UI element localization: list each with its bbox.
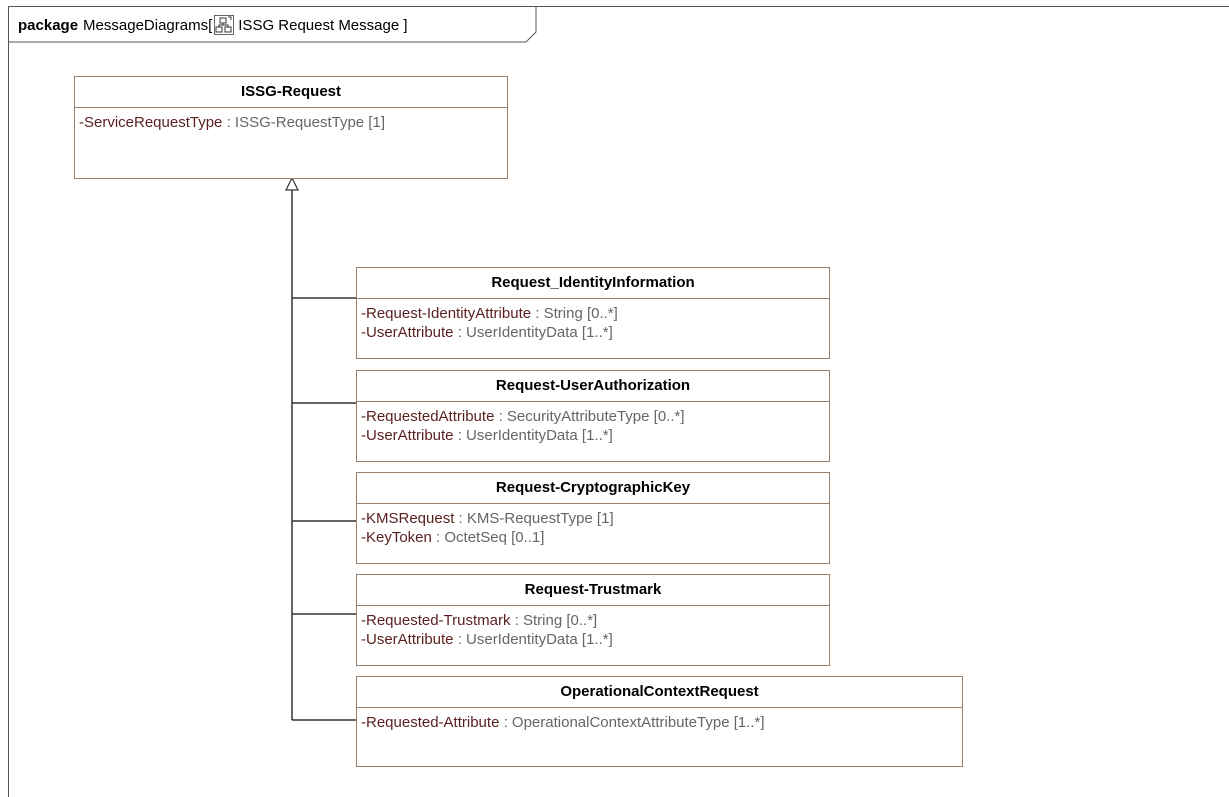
class-name: Request-UserAuthorization (357, 371, 829, 402)
class-diagram-icon (214, 15, 235, 35)
class-name: Request-Trustmark (357, 575, 829, 606)
diagram-header: package MessageDiagrams[ ISSG Request Me… (8, 6, 537, 43)
attribute: -UserAttribute : UserIdentityData [1..*] (361, 631, 613, 648)
attribute: -ServiceRequestType : ISSG-RequestType [… (79, 114, 385, 131)
package-keyword: package (18, 16, 79, 34)
class-name: OperationalContextRequest (357, 677, 962, 708)
class-request-cryptographic-key[interactable]: Request-CryptographicKey -KMSRequest : K… (356, 472, 830, 564)
class-name: ISSG-Request (75, 77, 507, 108)
attribute: -Requested-Trustmark : String [0..*] (361, 612, 598, 629)
diagram-frame (8, 6, 1229, 797)
attribute-compartment: -RequestedAttribute : SecurityAttributeT… (357, 402, 829, 445)
attribute-compartment: -KMSRequest : KMS-RequestType [1] -KeyTo… (357, 504, 829, 547)
header-tab-outline (8, 6, 537, 43)
attribute: -Requested-Attribute : OperationalContex… (361, 714, 765, 731)
attribute: -RequestedAttribute : SecurityAttributeT… (361, 408, 685, 425)
class-name: Request_IdentityInformation (357, 268, 829, 299)
class-request-trustmark[interactable]: Request-Trustmark -Requested-Trustmark :… (356, 574, 830, 666)
class-issg-request[interactable]: ISSG-Request -ServiceRequestType : ISSG-… (74, 76, 508, 179)
class-name: Request-CryptographicKey (357, 473, 829, 504)
class-request-user-authorization[interactable]: Request-UserAuthorization -RequestedAttr… (356, 370, 830, 462)
package-name: MessageDiagrams[ (83, 16, 213, 34)
diagram-title: ISSG Request Message ] (238, 16, 408, 34)
attribute: -UserAttribute : UserIdentityData [1..*] (361, 324, 613, 341)
attribute-compartment: -ServiceRequestType : ISSG-RequestType [… (75, 108, 507, 132)
attribute: -UserAttribute : UserIdentityData [1..*] (361, 427, 613, 444)
attribute-compartment: -Request-IdentityAttribute : String [0..… (357, 299, 829, 342)
attribute-compartment: -Requested-Attribute : OperationalContex… (357, 708, 962, 732)
attribute: -Request-IdentityAttribute : String [0..… (361, 305, 618, 322)
attribute: -KMSRequest : KMS-RequestType [1] (361, 510, 614, 527)
generalization-arrowhead (285, 176, 299, 191)
attribute-compartment: -Requested-Trustmark : String [0..*] -Us… (357, 606, 829, 649)
class-operational-context-request[interactable]: OperationalContextRequest -Requested-Att… (356, 676, 963, 767)
class-request-identity-information[interactable]: Request_IdentityInformation -Request-Ide… (356, 267, 830, 359)
attribute: -KeyToken : OctetSeq [0..1] (361, 529, 545, 546)
